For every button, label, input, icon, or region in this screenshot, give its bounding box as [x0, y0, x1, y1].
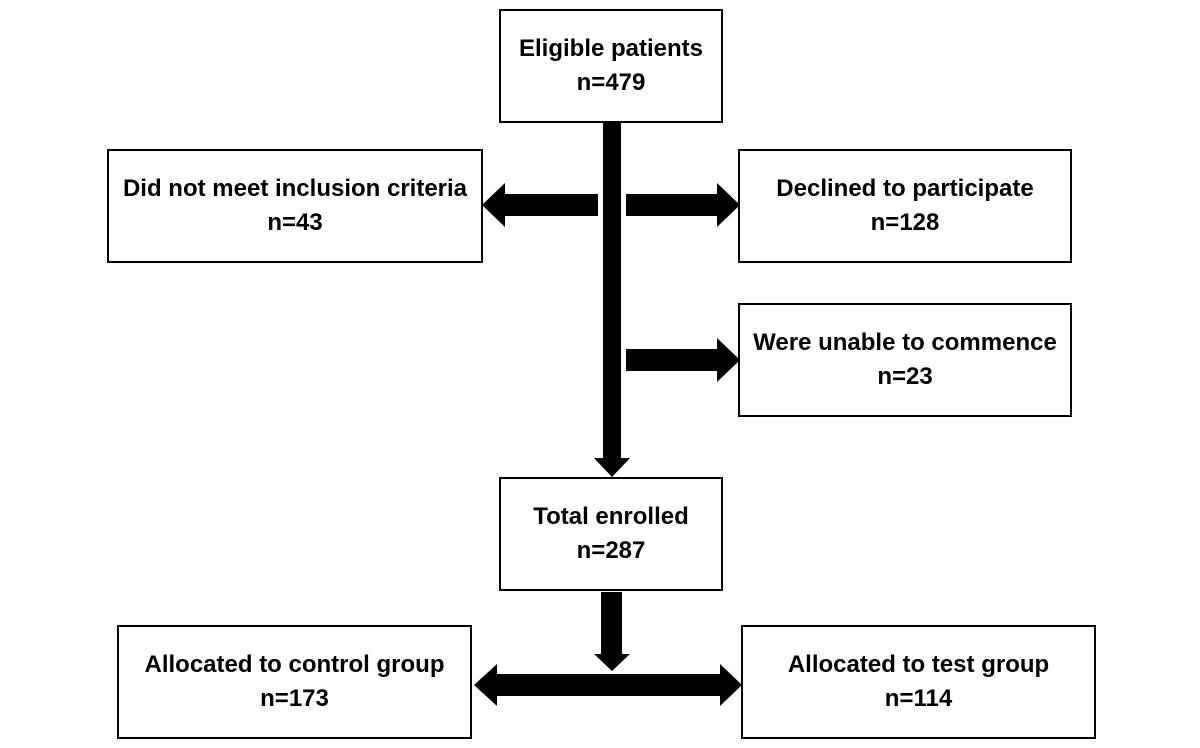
excluded-count: n=43 [267, 209, 323, 236]
eligible-patients-title: Eligible patients [518, 35, 704, 62]
excluded-title: Did not meet inclusion criteria [122, 175, 468, 202]
test-group-box: Allocated to test group n=114 [741, 625, 1096, 739]
arrow-from-enrolled [594, 592, 630, 671]
control-group-count: n=173 [260, 685, 329, 712]
control-group-box: Allocated to control group n=173 [117, 625, 472, 739]
arrow-to-declined [626, 183, 740, 227]
unable-box: Were unable to commence n=23 [738, 303, 1072, 417]
test-group-title: Allocated to test group [787, 651, 1050, 678]
unable-count: n=23 [877, 363, 933, 390]
excluded-box: Did not meet inclusion criteria n=43 [107, 149, 483, 263]
total-enrolled-box: Total enrolled n=287 [499, 477, 723, 591]
unable-title: Were unable to commence [753, 329, 1057, 356]
trunk-arrow-to-enrolled [594, 122, 630, 477]
eligible-patients-box: Eligible patients n=479 [499, 9, 723, 123]
total-enrolled-count: n=287 [576, 537, 646, 564]
arrow-to-unable [626, 338, 740, 382]
total-enrolled-title: Total enrolled [533, 503, 689, 530]
declined-count: n=128 [870, 209, 940, 236]
arrow-to-excluded [482, 183, 598, 227]
eligible-patients-count: n=479 [576, 69, 646, 96]
declined-box: Declined to participate n=128 [738, 149, 1072, 263]
test-group-count: n=114 [884, 685, 953, 712]
allocation-arrow [474, 664, 742, 706]
control-group-title: Allocated to control group [144, 651, 445, 678]
declined-title: Declined to participate [776, 175, 1034, 202]
